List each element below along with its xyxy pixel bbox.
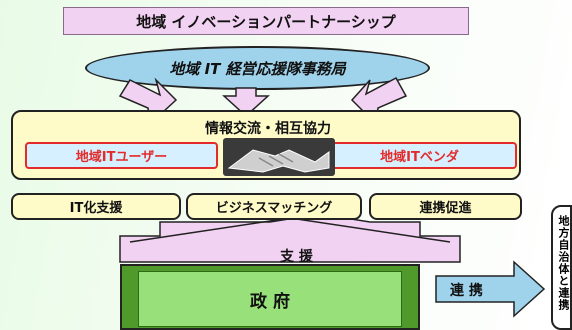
business-matching-box: ビジネスマッチング [186, 193, 362, 220]
arrow-center [222, 87, 270, 118]
support-arrow [119, 213, 461, 263]
local-government-box: 地方自治体と連携 [551, 205, 572, 330]
handshake-icon [223, 138, 335, 176]
secretariat-ellipse: 地域 IT 経営応援隊事務局 [85, 46, 430, 90]
government-box: 政 府 [138, 271, 402, 327]
local-it-vendors-box: 地域ITベンダ [322, 142, 517, 169]
it-support-box: IT化支援 [11, 193, 181, 220]
cooperation-promotion-box: 連携促進 [369, 193, 522, 220]
local-government-label: 地方自治体と連携 [557, 215, 570, 311]
local-it-users-box: 地域ITユーザー [25, 142, 218, 169]
cooperation-arrow [435, 260, 546, 318]
info-exchange-title: 情報交流・相互協力 [205, 121, 331, 137]
cooperation-label: 連 携 [450, 283, 483, 299]
initiative-title: 地域 イノベーションパートナーシップ [63, 7, 469, 35]
support-label: 支 援 [280, 249, 313, 265]
